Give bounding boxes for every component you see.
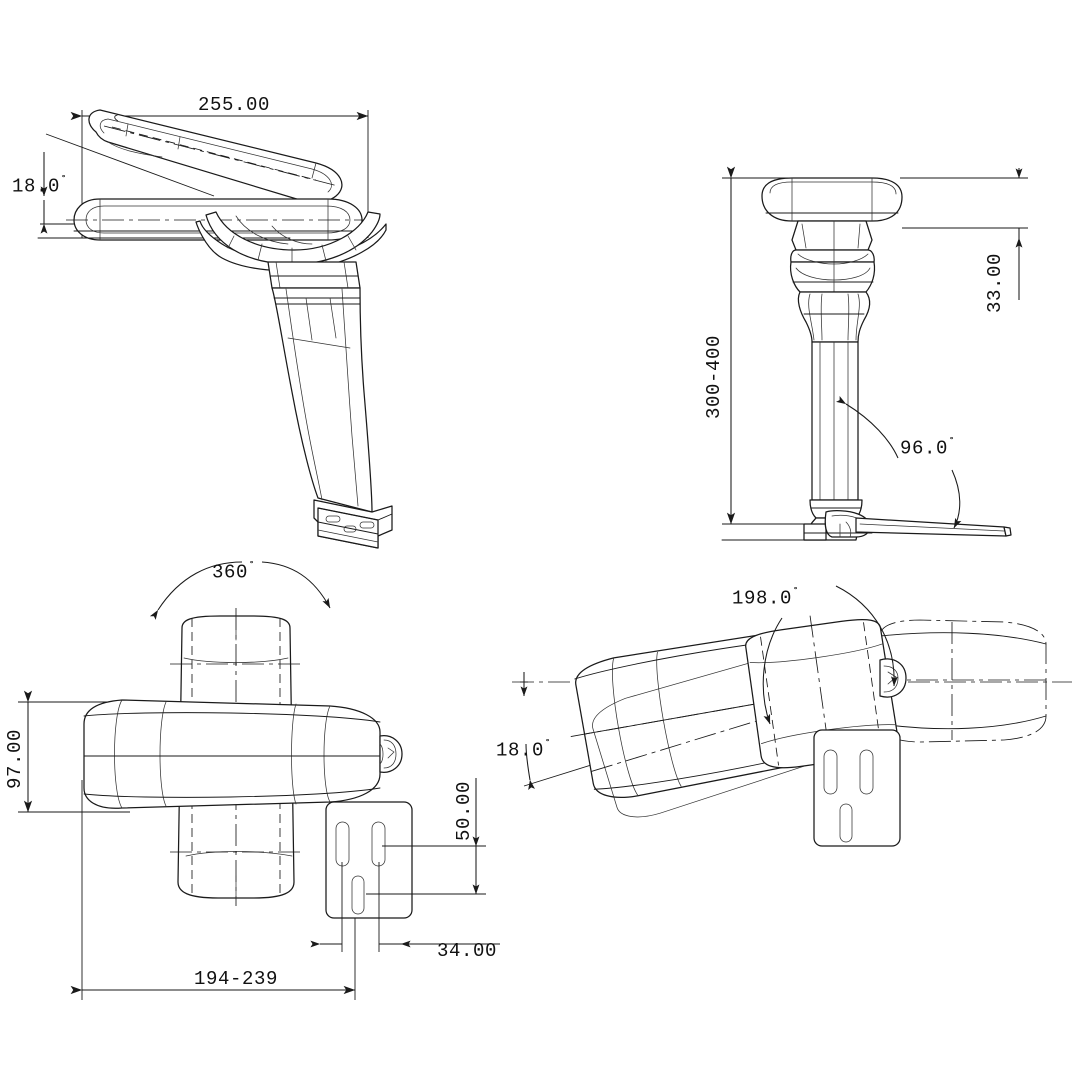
faucet-column-body	[271, 287, 373, 513]
view-plan	[18, 561, 500, 1000]
view-plan-rotated	[512, 585, 1072, 847]
view-front-elevation	[37, 109, 393, 549]
handle-cap-side	[761, 177, 903, 222]
dimension-bracket-slot-spacing	[366, 778, 486, 895]
spout-collar	[195, 211, 387, 272]
dimension-label-hose-swing-angle: 96.0˚	[900, 436, 956, 460]
handle-raised-18deg	[88, 109, 343, 203]
mounting-bracket-rotated	[813, 729, 901, 847]
dimension-label-bracket-slot-gauge: 34.00	[437, 940, 498, 962]
dimension-bracket-slot-gauge	[310, 862, 500, 952]
bracket-slot-lower	[351, 875, 365, 915]
dimension-label-overall-length: 255.00	[198, 94, 271, 116]
dimension-label-reach-range: 194-239	[194, 968, 279, 990]
dimension-handle-height	[900, 168, 1028, 300]
dimension-label-handle-lift-angle: 18.0˚	[12, 174, 68, 198]
bracket-slot-left	[335, 821, 350, 867]
pullout-lever-arm	[855, 517, 1012, 537]
column-shaft-side	[809, 341, 863, 519]
mounting-bracket-plan	[325, 801, 413, 919]
dimension-label-body-width: 97.00	[4, 728, 27, 790]
dimension-rotation-sweep	[762, 585, 898, 725]
view-side-elevation	[721, 166, 1028, 541]
bracket-slot-right	[371, 821, 386, 867]
dimension-hose-swing-angle	[836, 396, 962, 529]
shoulder-fairing-side	[797, 291, 871, 343]
dimension-label-rotation-offset: 18.0˚	[496, 738, 552, 762]
spout-plan-horizontal	[83, 699, 381, 809]
dimension-label-handle-height: 33.00	[984, 252, 1007, 314]
dimension-label-spout-height-range: 300-400	[703, 334, 726, 420]
dimension-swivel-360	[149, 561, 331, 620]
spout-cartridge-block	[267, 261, 361, 289]
base-mounting-plate	[313, 499, 393, 549]
side-outlet-nub-plan	[379, 735, 403, 773]
dimension-reach-range	[70, 780, 356, 1000]
dimension-label-swivel-360: 360˚	[212, 560, 256, 584]
dimension-label-rotation-sweep: 198.0˚	[732, 586, 800, 610]
cartridge-neck-side	[789, 220, 876, 293]
dimension-label-bracket-slot-spacing: 50.00	[453, 780, 476, 842]
